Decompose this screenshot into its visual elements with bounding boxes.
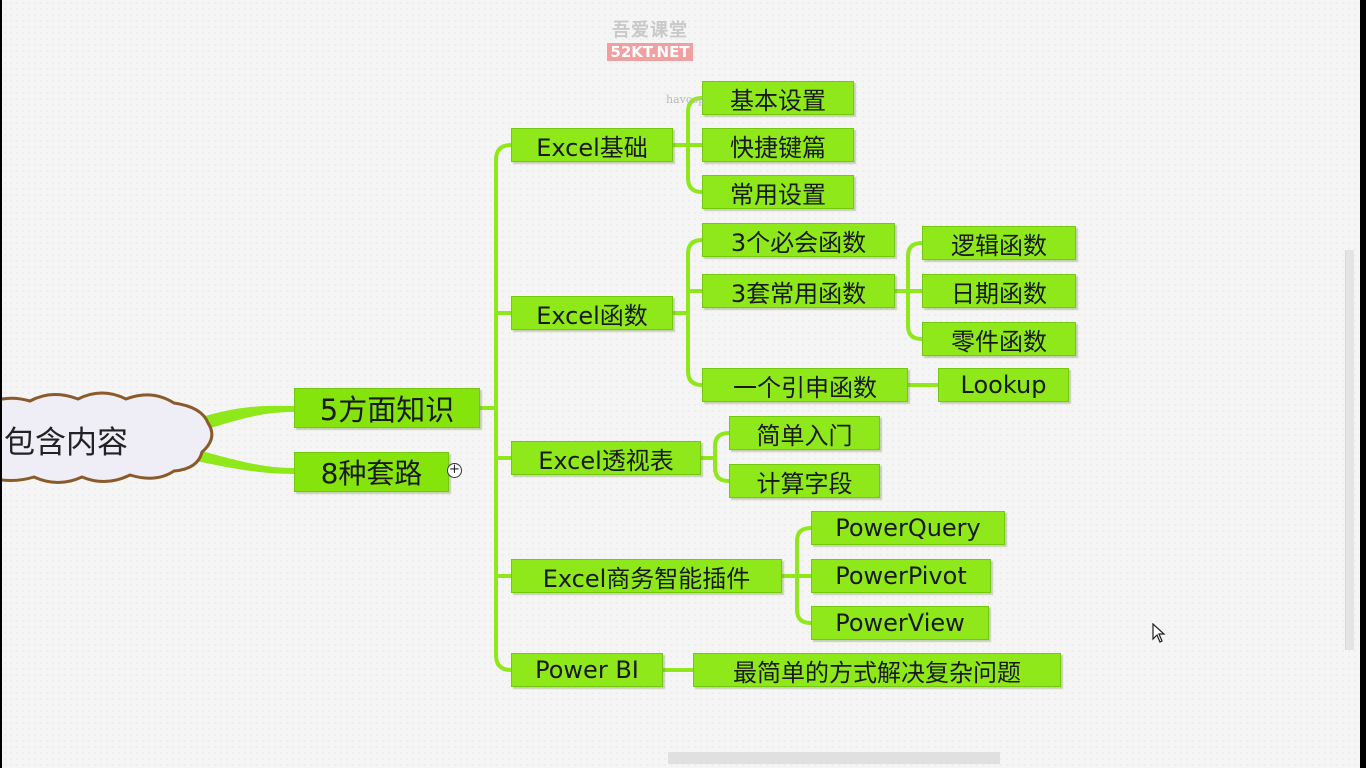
topic-excel-basics[interactable]: Excel基础 — [511, 128, 673, 162]
mouse-pointer-icon — [1152, 623, 1166, 643]
horizontal-scrollbar[interactable] — [668, 752, 1000, 764]
topic-power-bi[interactable]: Power BI — [511, 653, 663, 687]
subtopic-power-view[interactable]: PowerView — [811, 606, 989, 640]
faint-watermark-text: havosp — [666, 93, 706, 106]
subtopic-common-settings[interactable]: 常用设置 — [702, 175, 854, 209]
subtopic-extended-function[interactable]: 一个引申函数 — [702, 368, 908, 402]
vertical-scrollbar[interactable] — [1345, 250, 1354, 650]
subtopic-basic-settings[interactable]: 基本设置 — [702, 81, 854, 115]
leaf-date-functions[interactable]: 日期函数 — [922, 274, 1076, 308]
leaf-lookup[interactable]: Lookup — [938, 368, 1069, 402]
topic-excel-bi-plugins[interactable]: Excel商务智能插件 — [511, 559, 782, 593]
subtopic-power-bi-desc[interactable]: 最简单的方式解决复杂问题 — [693, 653, 1061, 687]
subtopic-must-functions[interactable]: 3个必会函数 — [702, 223, 895, 257]
branch-routines[interactable]: 8种套路 — [294, 452, 449, 492]
subtopic-shortcuts[interactable]: 快捷键篇 — [702, 128, 854, 162]
subtopic-power-pivot[interactable]: PowerPivot — [811, 559, 991, 593]
subtopic-power-query[interactable]: PowerQuery — [811, 511, 1005, 545]
leaf-logic-functions[interactable]: 逻辑函数 — [922, 226, 1076, 260]
subtopic-calculated-field[interactable]: 计算字段 — [729, 464, 880, 498]
leaf-part-functions[interactable]: 零件函数 — [922, 322, 1076, 356]
topic-excel-functions[interactable]: Excel函数 — [511, 296, 673, 330]
subtopic-getting-started[interactable]: 简单入门 — [729, 416, 880, 450]
branch-knowledge[interactable]: 5方面知识 — [294, 388, 480, 428]
topic-excel-pivot[interactable]: Excel透视表 — [511, 441, 701, 475]
subtopic-common-function-sets[interactable]: 3套常用函数 — [702, 274, 895, 308]
site-watermark-logo: 吾爱课堂 52KT.NET — [602, 20, 698, 61]
root-node-label[interactable]: 包含内容 — [4, 425, 128, 461]
expand-plus-icon[interactable]: + — [447, 463, 462, 478]
